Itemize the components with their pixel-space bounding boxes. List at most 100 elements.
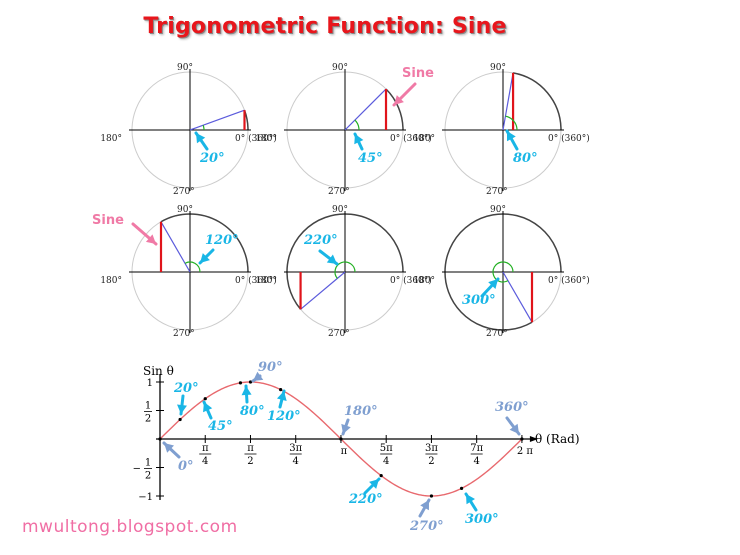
sine-callout-arrow (392, 82, 417, 107)
x-tick-numerator: 3π (289, 443, 302, 454)
y-axis-title: Sin θ (143, 364, 174, 378)
point-label: 80° (240, 404, 265, 419)
x-tick-label: π (341, 446, 348, 457)
point-label: 120° (267, 409, 301, 424)
point-arrow-head (177, 404, 187, 414)
curve-point (279, 388, 283, 392)
angle-arrow-head (200, 253, 210, 263)
label-180: 180° (413, 276, 435, 286)
label-270: 270° (328, 187, 350, 197)
point-arrow (276, 389, 287, 409)
point-arrow (341, 418, 351, 436)
point-arrow-head (369, 479, 379, 489)
y-tick-numerator: 1 (145, 401, 151, 412)
label-0-360: 0° (360°) (235, 133, 277, 144)
angle-arrow (480, 277, 500, 298)
point-arrow-head (509, 423, 519, 434)
angle-arc (184, 261, 201, 273)
point-label: 220° (348, 492, 383, 507)
point-45: 45° (202, 397, 233, 434)
point-arrow (162, 441, 181, 459)
angle-arc (354, 119, 360, 131)
point-360: 360° (495, 400, 529, 441)
angle-arrow-head (196, 133, 206, 144)
x-tick-numerator: 7π (470, 443, 483, 454)
x-tick-denominator: 2 (428, 456, 434, 467)
y-tick-label: −1 (138, 492, 153, 503)
label-90: 90° (490, 63, 506, 73)
point-270: 270° (409, 494, 444, 534)
point-arrow (363, 477, 381, 495)
angle-sweep-arc (444, 213, 562, 331)
footer-watermark: mwultong.blogspot.com (22, 517, 238, 537)
point-arrow-head (241, 386, 252, 396)
label-270: 270° (173, 329, 195, 339)
label-0-360: 0° (360°) (235, 275, 277, 286)
point-120: 120° (267, 388, 301, 424)
angle-label: 300° (462, 293, 496, 308)
point-180: 180° (339, 404, 378, 441)
label-180: 180° (255, 276, 277, 286)
unit-circle-220: 90°180°270°0° (360°)220° (255, 205, 431, 339)
x-tick-denominator: 4 (202, 456, 208, 467)
point-arrow (241, 384, 252, 404)
curve-point (238, 381, 243, 385)
angle-arrow-head (354, 134, 364, 145)
point-label: 0° (178, 459, 194, 474)
label-270: 270° (486, 187, 508, 197)
unit-circle-45: 90°180°270°0° (360°)45° (255, 63, 431, 197)
radius-line (502, 271, 533, 323)
x-axis-arrowhead (529, 436, 538, 442)
label-270: 270° (486, 329, 508, 339)
angle-arrow (318, 249, 339, 266)
angle-arrow-head (507, 131, 516, 142)
label-0-360: 0° (360°) (548, 133, 590, 144)
point-300: 300° (459, 486, 499, 527)
x-tick-label: 2 π (517, 446, 534, 457)
label-90: 90° (177, 63, 193, 73)
y-tick-sign: − (133, 464, 141, 475)
point-arrow-head (466, 494, 476, 505)
angle-arrow-head (488, 279, 498, 289)
point-arrow (177, 394, 187, 416)
curve-point (520, 437, 524, 441)
unit-circle-20: 90°180°270°0° (360°)20° (100, 63, 276, 197)
point-0: 0° (158, 437, 194, 474)
label-180: 180° (100, 276, 122, 286)
angle-arc (505, 115, 518, 131)
point-arrow (251, 371, 264, 383)
point-arrow-head (341, 423, 351, 434)
point-label: 45° (208, 419, 233, 434)
point-arrow (505, 416, 521, 436)
angle-arrow (353, 132, 364, 151)
point-90: 90° (248, 360, 283, 384)
x-tick-numerator: 5π (380, 443, 393, 454)
angle-sweep-arc (512, 72, 562, 131)
curve-point (178, 417, 182, 422)
x-tick-numerator: π (247, 443, 254, 454)
angle-arrow-head (326, 254, 337, 264)
curve-point (248, 380, 253, 384)
x-axis-title: θ (Rad) (535, 432, 580, 446)
point-80: 80° (238, 381, 265, 419)
point-arrow-head (203, 402, 213, 413)
x-tick-denominator: 4 (293, 456, 299, 467)
y-tick-numerator: 1 (145, 458, 151, 469)
sine-callout-arrow-head (145, 234, 156, 244)
angle-label: 80° (513, 151, 538, 166)
x-tick-denominator: 4 (473, 456, 479, 467)
angle-arrow (505, 129, 519, 151)
label-0-360: 0° (360°) (390, 133, 432, 144)
point-label: 360° (495, 400, 529, 415)
y-tick-label: 1 (147, 378, 153, 389)
label-270: 270° (328, 329, 350, 339)
label-180: 180° (100, 134, 122, 144)
label-90: 90° (332, 63, 348, 73)
angle-arrow (194, 131, 209, 151)
curve-point (203, 397, 207, 401)
sine-callout-label: Sine (402, 66, 434, 81)
point-arrow-head (276, 391, 287, 401)
sine-callout-arrow (131, 222, 158, 246)
point-label: 20° (173, 381, 199, 396)
